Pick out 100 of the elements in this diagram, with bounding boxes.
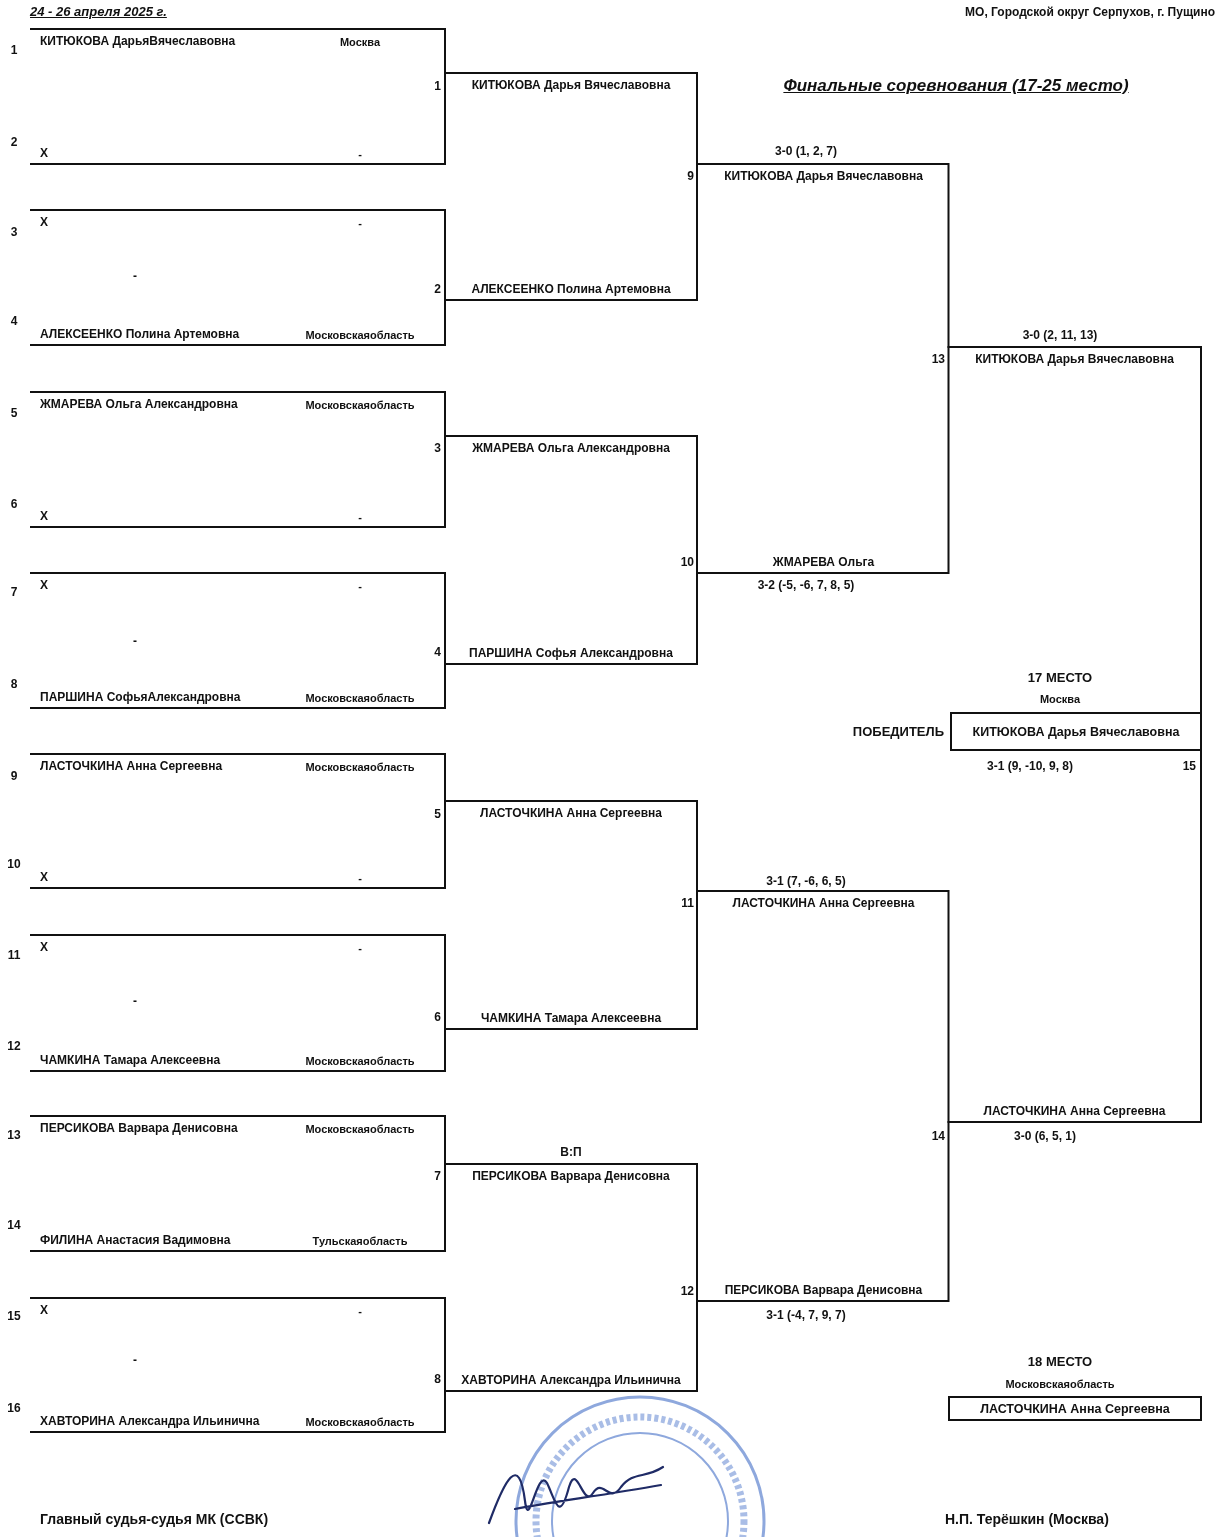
winner-entry: КИТЮКОВА Дарья Вячеславовна <box>950 712 1202 751</box>
region-name: - <box>358 147 362 161</box>
seed-number: 13 <box>7 1128 21 1142</box>
bracket-line <box>439 435 451 528</box>
region-name: - <box>358 579 362 593</box>
match-number: 15 <box>1182 759 1196 773</box>
region-name: Московскаяобласть <box>305 1415 415 1429</box>
match-number: 9 <box>687 169 694 183</box>
bracket-line <box>439 1028 451 1072</box>
match-score: 3-0 (1, 2, 7) <box>775 144 837 158</box>
region-name: Московскаяобласть <box>305 760 415 774</box>
match-number: 3 <box>434 441 441 455</box>
player-name: ЛАСТОЧКИНА Анна Сергеевна <box>40 759 223 773</box>
player-name: X <box>40 940 48 954</box>
match-score: 3-0 (2, 11, 13) <box>1022 328 1098 342</box>
bracket-line <box>439 299 451 346</box>
bracket-line <box>691 572 703 665</box>
seed-number: 10 <box>7 857 21 871</box>
seed-number: 6 <box>10 497 18 511</box>
match-number: 2 <box>434 282 441 296</box>
seed-number: 16 <box>7 1401 21 1415</box>
seed-number: 5 <box>10 406 18 420</box>
player-name: АЛЕКСЕЕНКО Полина Артемовна <box>40 327 240 341</box>
player-name: ЖМАРЕВА Ольга Александровна <box>472 441 670 455</box>
bracket-line <box>439 800 451 889</box>
bracket-line <box>439 72 451 165</box>
region-name: Московскаяобласть <box>305 398 415 412</box>
seed-number: 1 <box>10 43 18 57</box>
match-number: 6 <box>434 1010 441 1024</box>
seed-number: 15 <box>7 1309 21 1323</box>
seed-number: 8 <box>10 677 18 691</box>
region-name: Московскаяобласть <box>1005 1377 1115 1391</box>
placeholder-dash: - <box>133 634 137 648</box>
runner-up-entry: ЛАСТОЧКИНА Анна Сергеевна <box>948 1396 1202 1421</box>
match-number: 8 <box>434 1372 441 1386</box>
player-name: КИТЮКОВА Дарья Вячеславовна <box>724 169 923 183</box>
bracket-line <box>944 346 953 574</box>
player-name: X <box>40 215 48 229</box>
player-name: КИТЮКОВА Дарья Вячеславовна <box>471 78 671 92</box>
place-heading: 17 МЕСТО <box>1027 670 1093 686</box>
region-name: Московскаяобласть <box>305 1054 415 1068</box>
result-note: В:П <box>560 1145 582 1159</box>
event-location: МО, Городской округ Серпухов, г. Пущино <box>965 5 1215 19</box>
seed-number: 2 <box>10 135 18 149</box>
match-number: 10 <box>680 555 694 569</box>
player-name: X <box>40 146 48 160</box>
seed-number: 11 <box>7 948 21 962</box>
player-name: ЛАСТОЧКИНА Анна Сергеевна <box>983 1104 1166 1118</box>
bracket-line <box>944 890 953 1123</box>
bracket-line <box>691 163 703 301</box>
player-name: ПАРШИНА СофьяАлександровна <box>40 690 241 704</box>
player-name: АЛЕКСЕЕНКО Полина Артемовна <box>471 282 671 296</box>
player-name: X <box>40 870 48 884</box>
player-name: ХАВТОРИНА Александра Ильинична <box>40 1414 260 1428</box>
bracket-line <box>1196 750 1202 1123</box>
bracket-line <box>944 163 953 348</box>
match-number: 13 <box>931 352 945 366</box>
player-name: ЧАМКИНА Тамара Алексеевна <box>40 1053 221 1067</box>
region-name: Тульскаяобласть <box>312 1234 408 1248</box>
region-name: Московскаяобласть <box>305 691 415 705</box>
player-name: ЖМАРЕВА Ольга <box>772 555 875 569</box>
event-date: 24 - 26 апреля 2025 г. <box>30 4 167 20</box>
player-name: ЖМАРЕВА Ольга Александровна <box>40 397 238 411</box>
seed-number: 7 <box>10 585 18 599</box>
seed-number: 4 <box>10 314 18 328</box>
seed-number: 3 <box>10 225 18 239</box>
player-name: X <box>40 509 48 523</box>
match-score: 3-2 (-5, -6, 7, 8, 5) <box>757 578 855 592</box>
player-name: ФИЛИНА Анастасия Вадимовна <box>40 1233 231 1247</box>
page-title: Финальные соревнования (17-25 место) <box>783 76 1129 96</box>
player-name: ХАВТОРИНА Александра Ильинична <box>461 1373 681 1387</box>
placeholder-dash: - <box>133 994 137 1008</box>
seed-number: 12 <box>7 1039 21 1053</box>
bracket-line <box>944 1121 953 1302</box>
judge-name: Н.П. Терёшкин (Москва) <box>945 1510 1109 1528</box>
match-number: 5 <box>434 807 441 821</box>
bracket-line <box>439 1163 451 1252</box>
region-name: - <box>358 510 362 524</box>
region-name: - <box>358 941 362 955</box>
region-name: Московскаяобласть <box>305 1122 415 1136</box>
region-name: Москва <box>339 35 381 49</box>
player-name: ПАРШИНА Софья Александровна <box>469 646 673 660</box>
place-heading: 18 МЕСТО <box>1027 1354 1093 1370</box>
region-name: - <box>358 1304 362 1318</box>
player-name: КИТЮКОВА Дарья Вячеславовна <box>975 352 1174 366</box>
bracket-line <box>1196 346 1202 713</box>
match-score: 3-1 (9, -10, 9, 8) <box>986 759 1073 773</box>
bracket-line <box>691 1300 703 1392</box>
seed-number: 9 <box>10 769 18 783</box>
region-name: - <box>358 216 362 230</box>
region-name: Московскаяобласть <box>305 328 415 342</box>
player-name: ЧАМКИНА Тамара Алексеевна <box>480 1011 662 1025</box>
player-name: X <box>40 1303 48 1317</box>
placeholder-dash: - <box>133 1353 137 1367</box>
match-score: 3-0 (6, 5, 1) <box>1014 1129 1076 1143</box>
match-score: 3-1 (7, -6, 6, 5) <box>766 874 846 888</box>
bracket-line <box>439 1390 451 1433</box>
player-name: ЛАСТОЧКИНА Анна Сергеевна <box>732 896 915 910</box>
bracket-line <box>691 890 703 1030</box>
winner-caption: ПОБЕДИТЕЛЬ <box>852 724 944 740</box>
